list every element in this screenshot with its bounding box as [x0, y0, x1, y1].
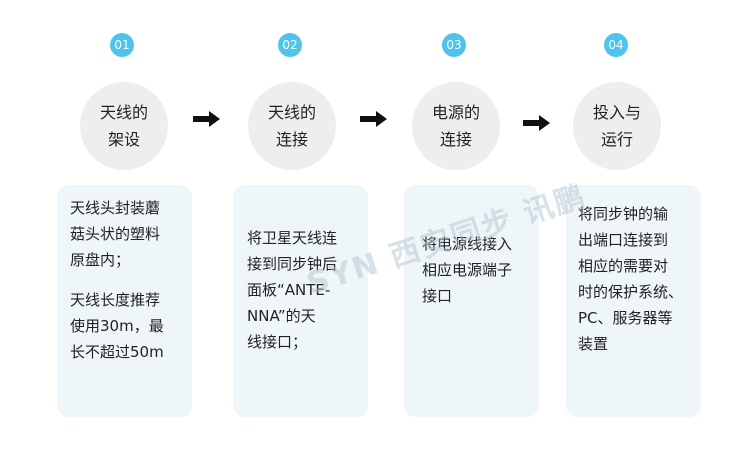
step-4-description-card: 将同步钟的输 出端口连接到 相应的需要对 时的保护系统、 PC、服务器等 装置 [566, 185, 701, 417]
step-1-title-line2: 架设 [107, 130, 140, 149]
desc-line: 相应电源端子 [422, 261, 513, 279]
step-2-description-card: 将卫星天线连 接到同步钟后 面板“ANTE- NNA”的天 线接口； [233, 185, 368, 417]
step-2-title-line2: 连接 [275, 130, 308, 149]
desc-line: 时的保护系统、 [578, 283, 684, 301]
step-2-title-circle: 天线的 连接 [248, 82, 336, 170]
step-1-number-badge: 01 [110, 33, 134, 57]
desc-line: 天线长度推荐 [70, 291, 161, 309]
step-3-title-circle: 电源的 连接 [412, 82, 500, 170]
arrow-right-icon [523, 115, 550, 131]
desc-line: 出端口连接到 [578, 231, 669, 249]
desc-line: 接到同步钟后 [247, 255, 338, 273]
arrow-right-icon [193, 111, 220, 127]
desc-line: 接口 [422, 287, 453, 305]
step-3-title-line2: 连接 [439, 130, 472, 149]
desc-line: 将电源线接入 [422, 235, 513, 253]
desc-line: 面板“ANTE- [247, 281, 331, 299]
step-4-title-line2: 运行 [600, 130, 633, 149]
step-4-title-circle: 投入与 运行 [573, 82, 661, 170]
desc-line: 将卫星天线连 [247, 229, 338, 247]
desc-line: 菇头状的塑料 [70, 225, 161, 243]
step-1-title-circle: 天线的 架设 [80, 82, 168, 170]
step-3-title-line1: 电源的 [431, 103, 480, 122]
desc-line: NNA”的天 [247, 307, 316, 325]
step-1-description-card: 天线头封装蘑 菇头状的塑料 原盘内； 天线长度推荐 使用30m，最 长不超过50… [57, 185, 192, 417]
step-3-description-card: 将电源线接入 相应电源端子 接口 [404, 185, 539, 417]
desc-line: 长不超过50m [70, 343, 164, 361]
desc-line: 天线头封装蘑 [70, 199, 161, 217]
step-3-number-badge: 03 [442, 33, 466, 57]
desc-line: 线接口； [247, 333, 308, 351]
step-4-title-line1: 投入与 [592, 103, 641, 122]
desc-line: 装置 [578, 335, 609, 353]
desc-line: PC、服务器等 [578, 309, 673, 327]
step-1-title-line1: 天线的 [99, 103, 148, 122]
desc-line: 使用30m，最 [70, 317, 164, 335]
step-2-number-badge: 02 [278, 33, 302, 57]
desc-line: 原盘内； [70, 251, 131, 269]
desc-line: 相应的需要对 [578, 257, 669, 275]
arrow-right-icon [360, 111, 387, 127]
step-4-number-badge: 04 [604, 33, 628, 57]
desc-line: 将同步钟的输 [578, 205, 669, 223]
step-2-title-line1: 天线的 [267, 103, 316, 122]
